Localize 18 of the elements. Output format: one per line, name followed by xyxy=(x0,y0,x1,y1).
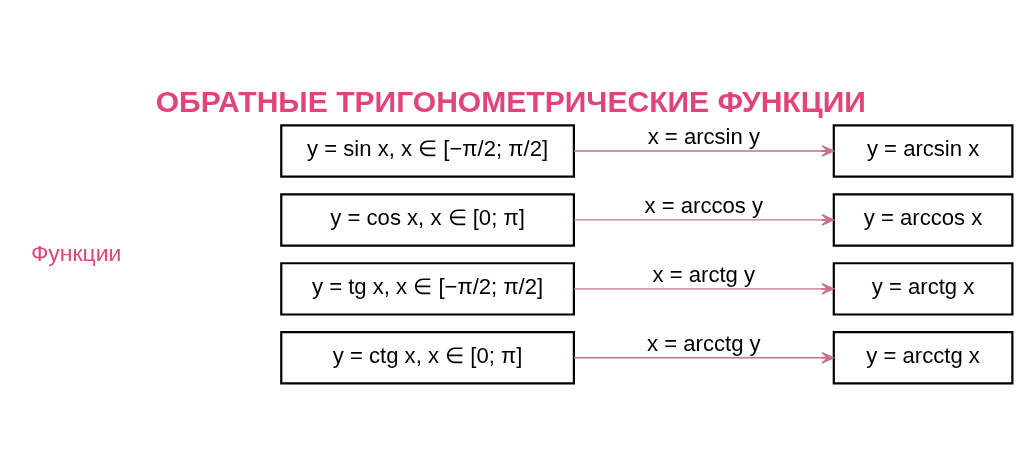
node-box: y = arcsin x xyxy=(832,124,1014,178)
node-box: y = sin x, x ∈ [−π/2; π/2] xyxy=(280,124,575,178)
edge-label: x = arcsin y xyxy=(647,123,761,149)
node-box: y = tg x, x ∈ [−π/2; π/2] xyxy=(280,262,575,316)
edge-label: x = arcctg y xyxy=(647,330,761,356)
arrow xyxy=(573,351,835,364)
arrow xyxy=(573,283,835,295)
arrow xyxy=(573,214,835,226)
arrow xyxy=(573,145,835,157)
node-box: y = ctg x, x ∈ [0; π] xyxy=(280,331,575,385)
node-box: y = arctg x xyxy=(832,262,1014,316)
edge-label: x = arctg y xyxy=(652,261,756,287)
edge-label: x = arccos y xyxy=(644,192,764,218)
label: Функции xyxy=(30,239,122,266)
node-box: y = cos x, x ∈ [0; π] xyxy=(280,193,575,247)
diagram-title: ОБРАТНЫЕ ТРИГОНОМЕТРИЧЕСКИЕ ФУНКЦИИ xyxy=(155,85,866,119)
node-box: y = arccos x xyxy=(832,193,1014,247)
node-box: y = arcctg x xyxy=(832,331,1014,385)
